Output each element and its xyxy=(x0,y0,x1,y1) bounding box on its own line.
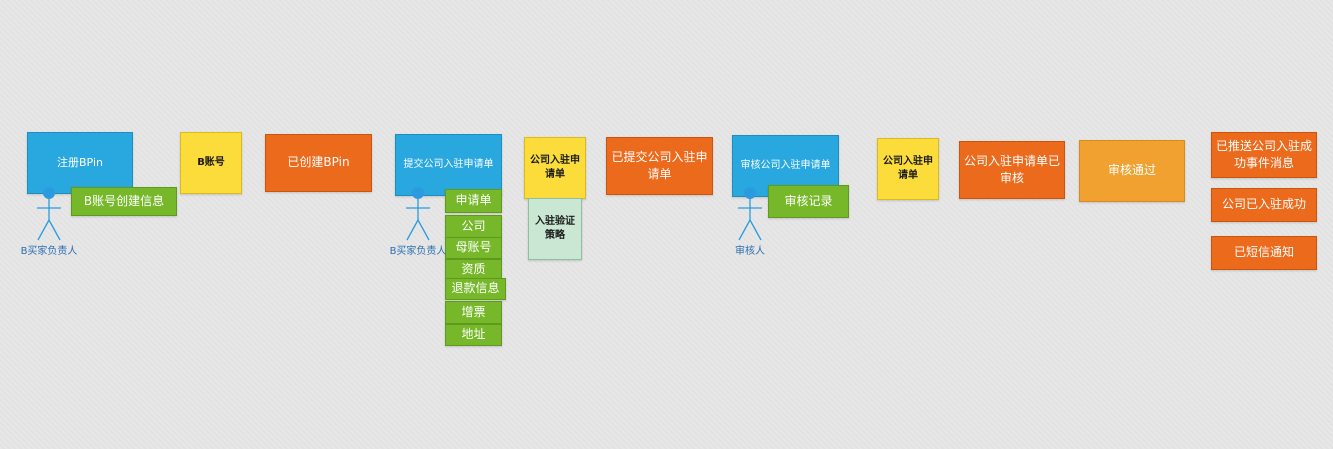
application-field[interactable]: 增票 xyxy=(445,301,502,324)
application-aggregate-2[interactable]: 公司入驻申请单 xyxy=(877,138,939,200)
company-joined-event[interactable]: 公司已入驻成功 xyxy=(1211,188,1317,222)
b-account-aggregate[interactable]: B账号 xyxy=(180,132,242,194)
buyer-actor-icon xyxy=(406,187,430,241)
application-field[interactable]: 地址 xyxy=(445,324,502,346)
verify-policy-box[interactable]: 入驻验证策略 xyxy=(528,198,582,260)
event-pushed-event[interactable]: 已推送公司入驻成功事件消息 xyxy=(1211,132,1317,178)
application-field[interactable]: 公司 xyxy=(445,215,502,238)
sms-notified-event[interactable]: 已短信通知 xyxy=(1211,236,1317,270)
application-field[interactable]: 资质 xyxy=(445,259,502,280)
review-passed-box[interactable]: 审核通过 xyxy=(1079,140,1185,202)
application-reviewed-event[interactable]: 公司入驻申请单已审核 xyxy=(959,141,1065,199)
submit-application-command[interactable]: 提交公司入驻申请单 xyxy=(395,134,502,196)
application-submitted-event[interactable]: 已提交公司入驻申请单 xyxy=(606,137,713,195)
reviewer-actor-icon xyxy=(738,187,762,241)
review-record-box[interactable]: 审核记录 xyxy=(768,185,849,218)
application-field[interactable]: 母账号 xyxy=(445,237,502,259)
buyer-actor-icon xyxy=(37,187,61,241)
application-field[interactable]: 申请单 xyxy=(445,189,502,213)
buyer-actor-label: B买家负责人 xyxy=(389,246,447,257)
application-field[interactable]: 退款信息 xyxy=(445,278,506,300)
reviewer-actor-label: 审核人 xyxy=(735,246,765,257)
bpin-created-event[interactable]: 已创建BPin xyxy=(265,134,372,192)
b-account-info-box[interactable]: B账号创建信息 xyxy=(71,187,177,216)
register-bpin-command[interactable]: 注册BPin xyxy=(27,132,133,194)
buyer-actor-label: B买家负责人 xyxy=(20,246,78,257)
application-aggregate[interactable]: 公司入驻申请单 xyxy=(524,137,586,199)
